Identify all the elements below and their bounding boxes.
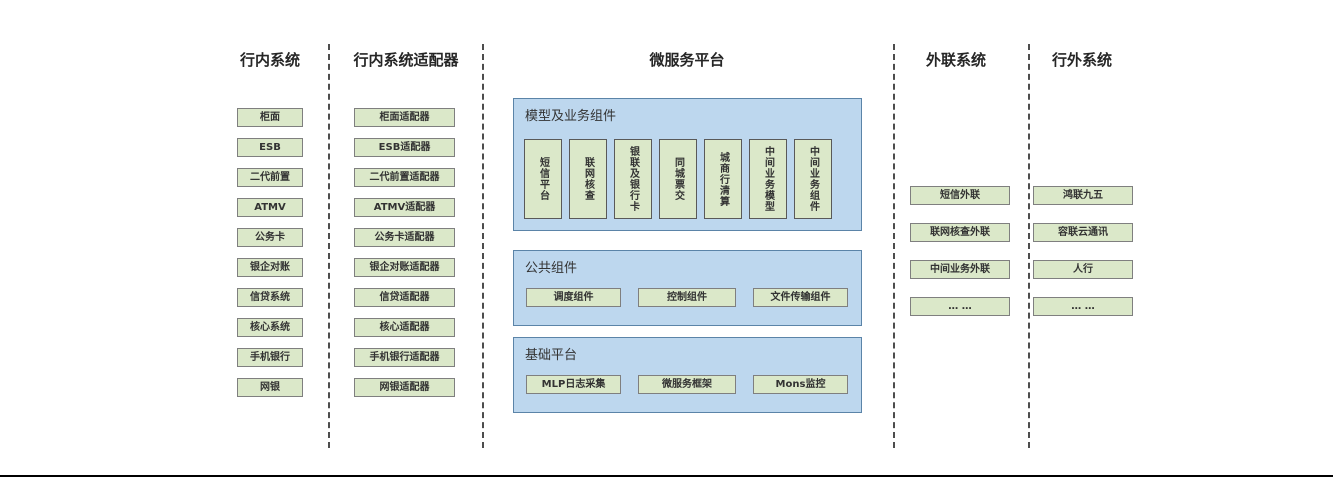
column-header-platform: 微服务平台: [649, 51, 725, 69]
separator-line: [482, 44, 484, 448]
column-header-adapters: 行内系统适配器: [353, 51, 459, 69]
component-box: 城商行清算: [704, 139, 742, 219]
panel-label: 模型及业务组件: [525, 109, 617, 124]
separator-line: [893, 44, 895, 448]
system-box: 二代前置: [237, 168, 303, 187]
component-box: 中间业务模型: [749, 139, 787, 219]
component-box: Mons监控: [753, 375, 848, 394]
adapter-box: 信贷适配器: [354, 288, 455, 307]
column-header-internal: 行内系统: [239, 51, 300, 69]
panel-common-components: 公共组件 调度组件 控制组件 文件传输组件: [513, 250, 862, 326]
external-box: 鸿联九五: [1033, 186, 1133, 205]
component-box: 微服务框架: [638, 375, 736, 394]
separator-line: [1028, 44, 1030, 448]
adapter-box: ESB适配器: [354, 138, 455, 157]
system-box: 柜面: [237, 108, 303, 127]
system-box: 手机银行: [237, 348, 303, 367]
adapter-box: 网银适配器: [354, 378, 455, 397]
component-box: MLP日志采集: [526, 375, 621, 394]
outreach-box: … …: [910, 297, 1010, 316]
outreach-box: 联网核查外联: [910, 223, 1010, 242]
external-box: 容联云通讯: [1033, 223, 1133, 242]
panel-model-components: 模型及业务组件 短信平台 联网核查 银联及银行卡 同城票交 城商行清算 中间业务…: [513, 98, 862, 231]
system-box: 信贷系统: [237, 288, 303, 307]
component-box: 文件传输组件: [753, 288, 848, 307]
separator-line: [328, 44, 330, 448]
system-box: 核心系统: [237, 318, 303, 337]
component-box: 中间业务组件: [794, 139, 832, 219]
panel-label: 公共组件: [525, 261, 578, 276]
adapter-box: 银企对账适配器: [354, 258, 455, 277]
panel-label: 基础平台: [525, 348, 578, 363]
system-box: 银企对账: [237, 258, 303, 277]
component-box: 调度组件: [526, 288, 621, 307]
system-box: ATMV: [237, 198, 303, 217]
column-header-external: 行外系统: [1051, 51, 1112, 69]
adapter-box: 二代前置适配器: [354, 168, 455, 187]
column-header-outreach: 外联系统: [925, 51, 986, 69]
adapter-box: 柜面适配器: [354, 108, 455, 127]
adapter-box: 公务卡适配器: [354, 228, 455, 247]
panel-base-platform: 基础平台 MLP日志采集 微服务框架 Mons监控: [513, 337, 862, 413]
component-box: 控制组件: [638, 288, 736, 307]
component-box: 联网核查: [569, 139, 607, 219]
component-box: 短信平台: [524, 139, 562, 219]
adapter-box: 核心适配器: [354, 318, 455, 337]
component-box: 银联及银行卡: [614, 139, 652, 219]
system-box: ESB: [237, 138, 303, 157]
system-box: 网银: [237, 378, 303, 397]
external-box: … …: [1033, 297, 1133, 316]
adapter-box: ATMV适配器: [354, 198, 455, 217]
outreach-box: 短信外联: [910, 186, 1010, 205]
bottom-rule: [0, 475, 1333, 477]
outreach-box: 中间业务外联: [910, 260, 1010, 279]
external-box: 人行: [1033, 260, 1133, 279]
adapter-box: 手机银行适配器: [354, 348, 455, 367]
system-box: 公务卡: [237, 228, 303, 247]
component-box: 同城票交: [659, 139, 697, 219]
